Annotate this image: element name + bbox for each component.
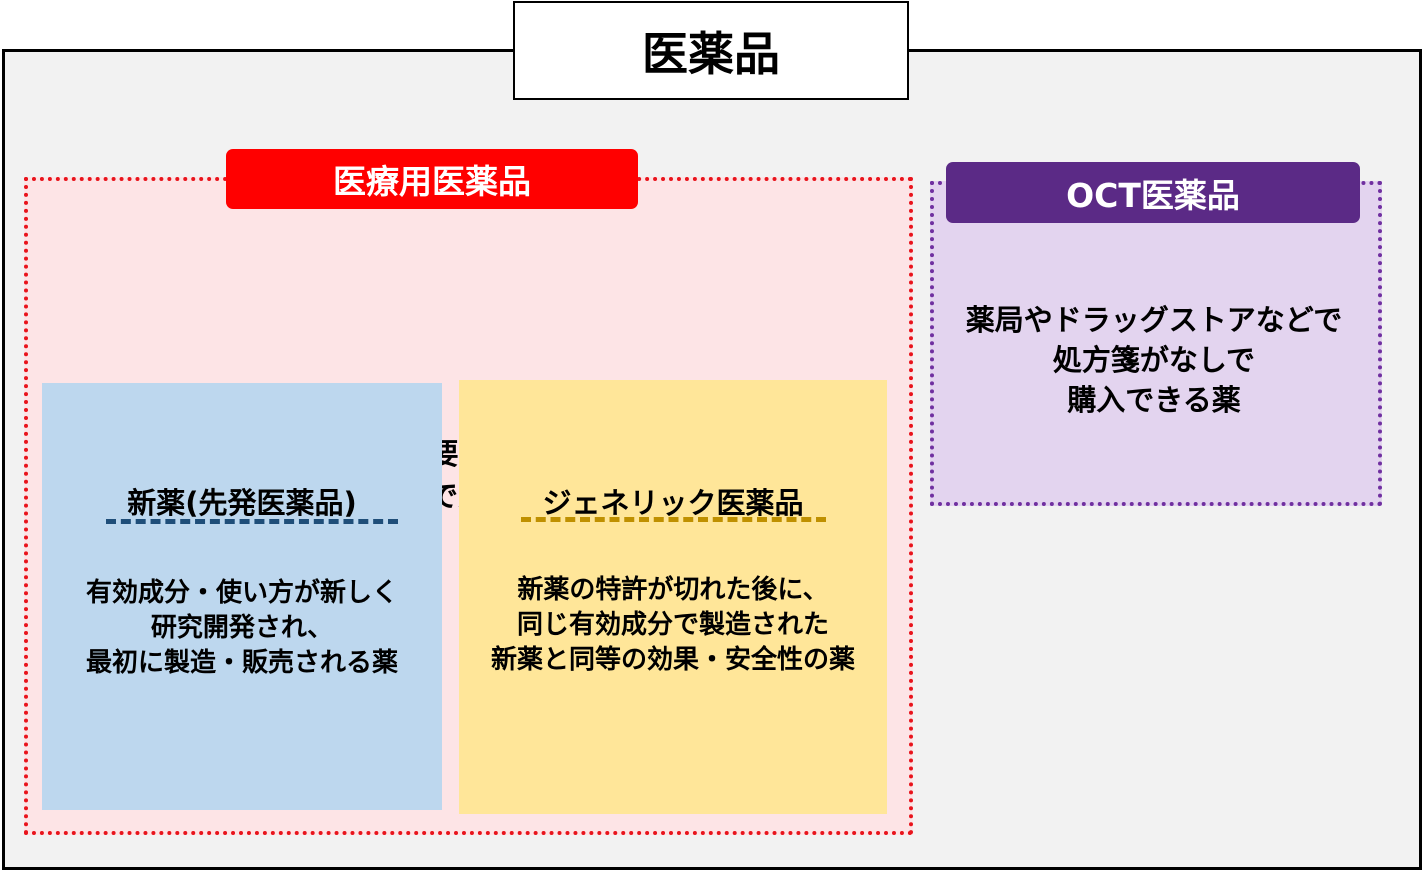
otc-description-line: 薬局やドラッグストアなどで bbox=[965, 303, 1343, 337]
generic-drug-description: 新薬の特許が切れた後に、 同じ有効成分で製造された 新薬と同等の効果・安全性の薬 bbox=[459, 573, 887, 678]
new-drug-description-line: 有効成分・使い方が新しく bbox=[85, 578, 398, 608]
generic-drug-description-line: 同じ有効成分で製造された bbox=[516, 610, 829, 640]
new-drug-title: 新薬(先発医薬品) bbox=[127, 486, 357, 520]
otc-description-line: 購入できる薬 bbox=[1067, 383, 1241, 417]
new-drug-description-line: 最初に製造・販売される薬 bbox=[85, 648, 398, 678]
new-drug-description-line: 研究開発され、 bbox=[150, 613, 334, 643]
prescription-label: 医療用医薬品 bbox=[226, 149, 638, 209]
main-title: 医薬品 bbox=[513, 1, 909, 100]
otc-group bbox=[930, 181, 1382, 506]
otc-description: 薬局やドラッグストアなどで 処方箋がなしで 購入できる薬 bbox=[934, 300, 1374, 420]
generic-drug-description-line: 新薬の特許が切れた後に、 bbox=[517, 575, 829, 605]
generic-drug-box: ジェネリック医薬品 新薬の特許が切れた後に、 同じ有効成分で製造された 新薬と同… bbox=[459, 380, 887, 814]
new-drug-box: 新薬(先発医薬品) 有効成分・使い方が新しく 研究開発され、 最初に製造・販売さ… bbox=[42, 383, 442, 810]
generic-drug-underline bbox=[521, 517, 826, 522]
otc-label: OCT医薬品 bbox=[946, 162, 1360, 223]
generic-drug-title: ジェネリック医薬品 bbox=[542, 486, 804, 520]
new-drug-description: 有効成分・使い方が新しく 研究開発され、 最初に製造・販売される薬 bbox=[42, 576, 442, 681]
otc-description-line: 処方箋がなしで bbox=[1052, 343, 1256, 377]
generic-drug-description-line: 新薬と同等の効果・安全性の薬 bbox=[490, 645, 855, 675]
new-drug-underline bbox=[106, 519, 398, 524]
